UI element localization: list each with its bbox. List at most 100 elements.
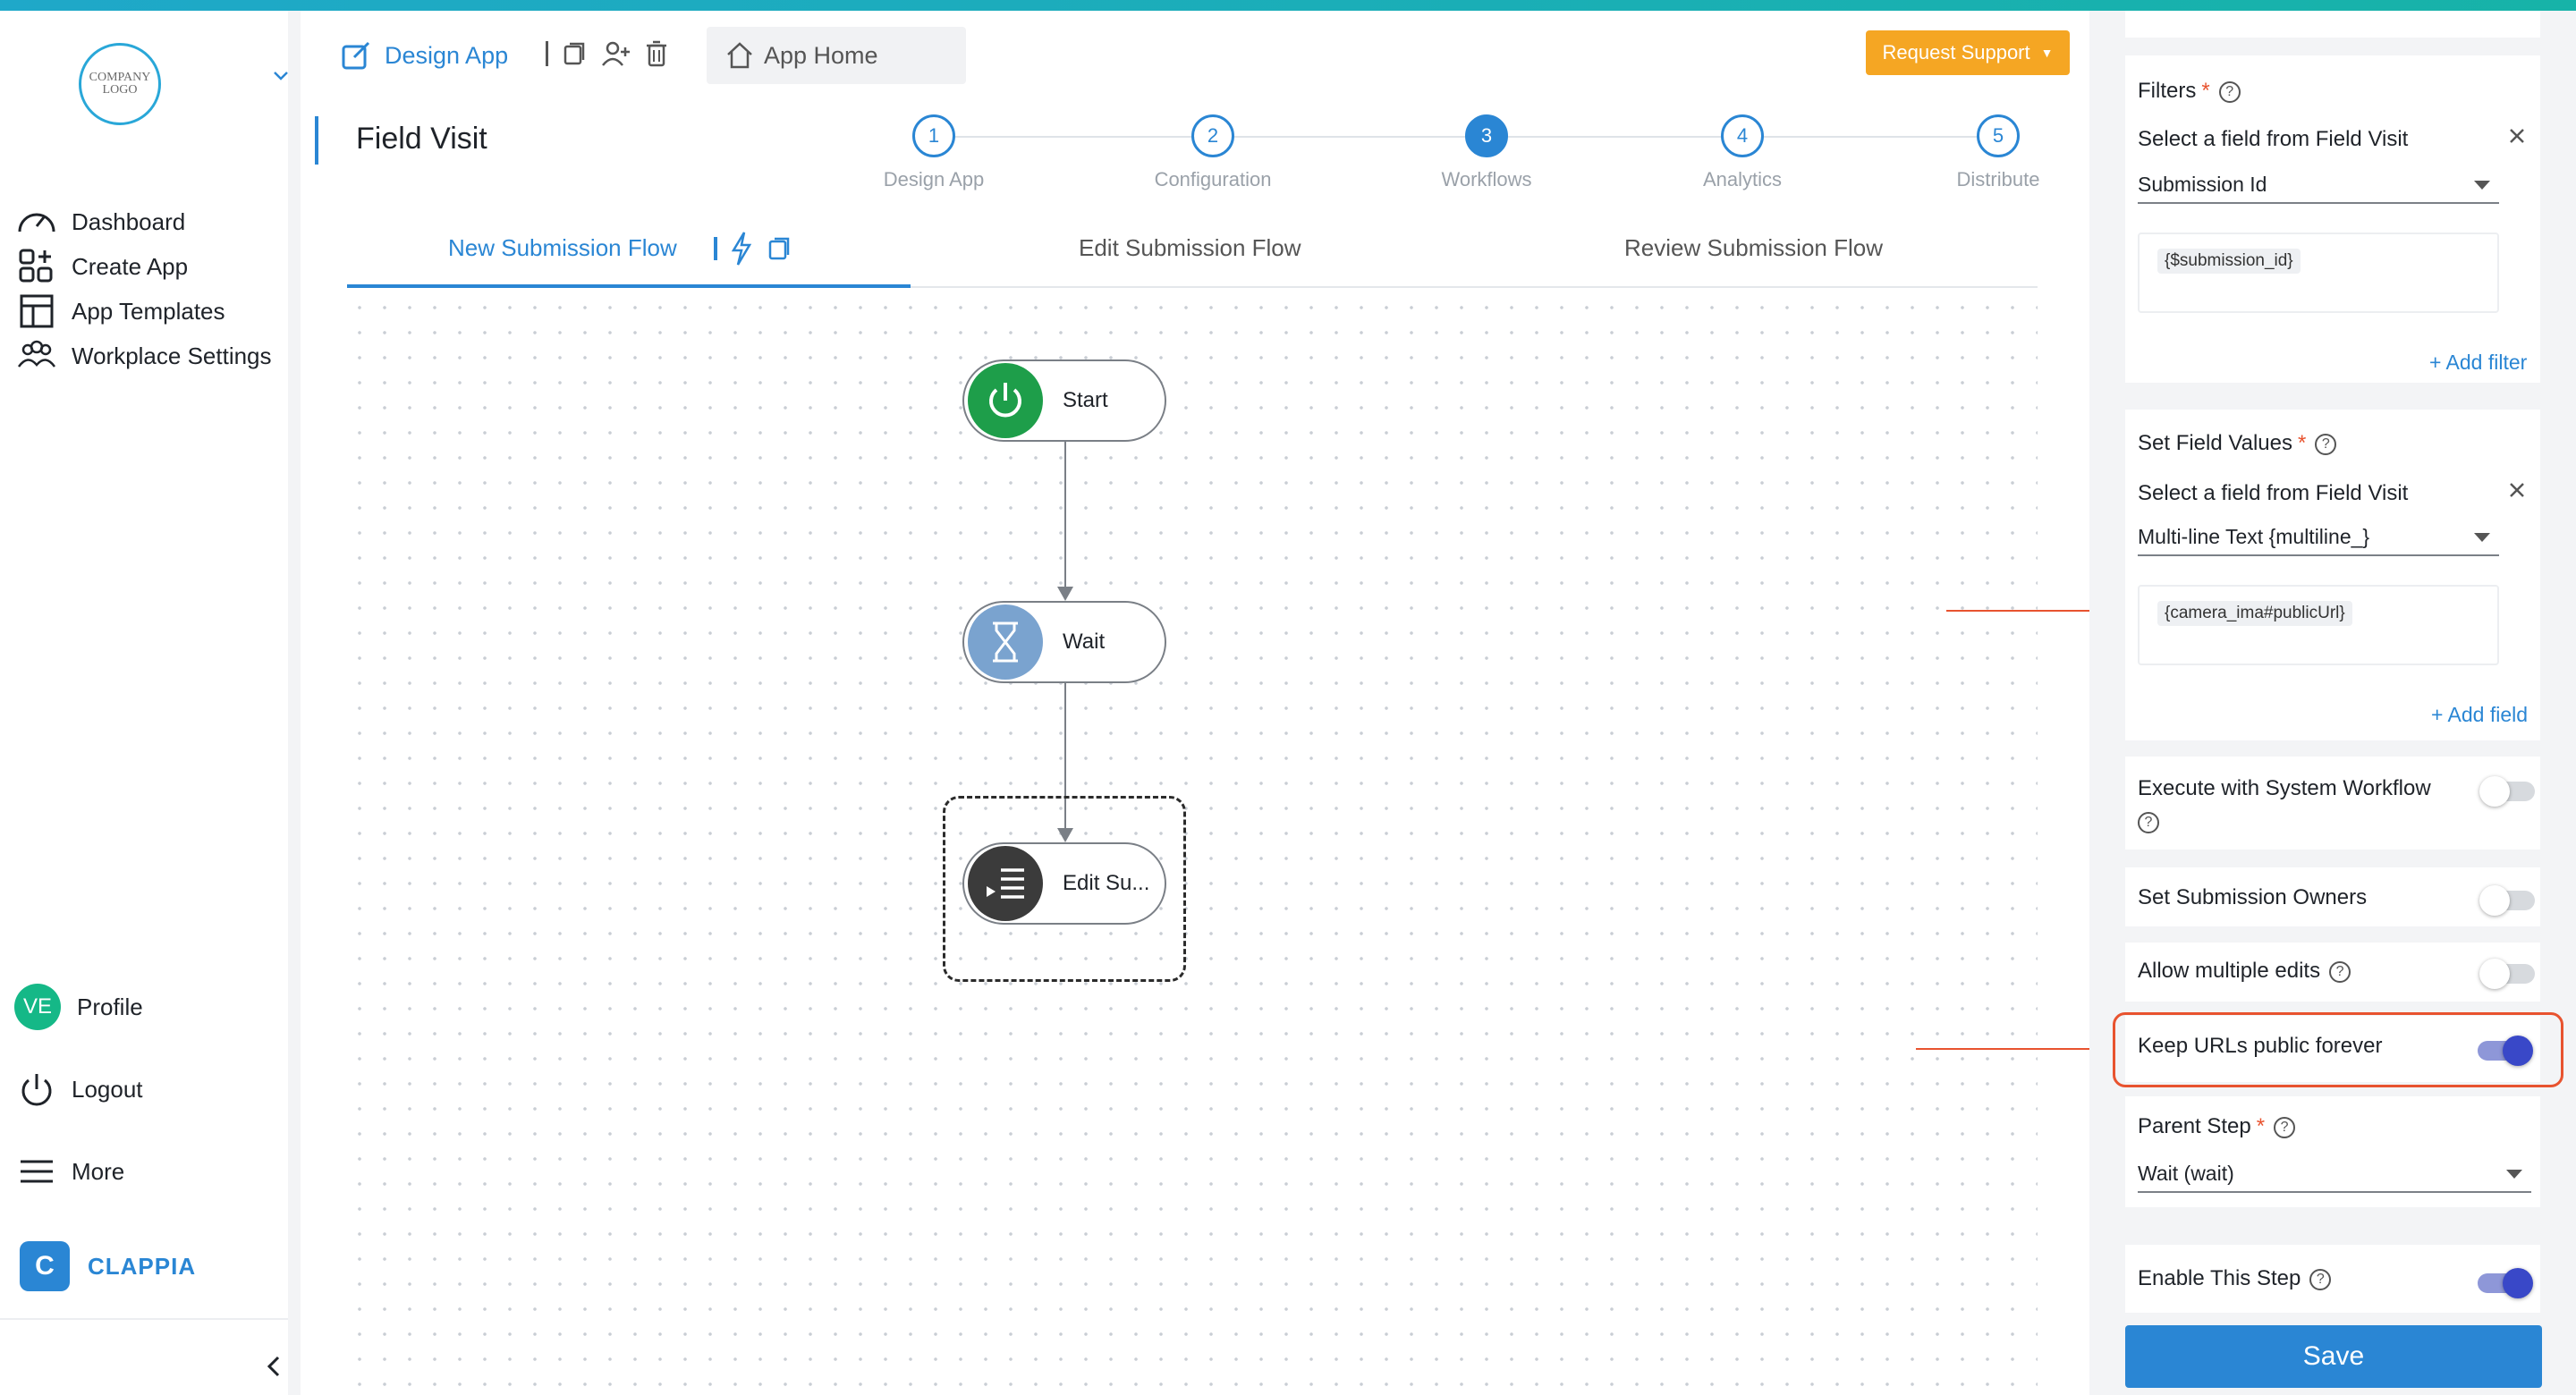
filters-value-input[interactable]: {$submission_id}	[2138, 232, 2499, 313]
add-user-icon[interactable]	[600, 40, 631, 67]
app-home-label: App Home	[764, 41, 878, 69]
divider	[546, 41, 548, 66]
sidebar-item-label: Workplace Settings	[72, 342, 272, 369]
set-field-values-card	[2125, 410, 2540, 740]
title-accent	[315, 116, 318, 165]
avatar: VE	[14, 984, 61, 1030]
sidebar-item-profile[interactable]: VE Profile	[14, 980, 143, 1034]
sidebar-item-label: App Templates	[72, 297, 225, 325]
edit-icon	[342, 41, 370, 70]
set-values-field-select[interactable]: Multi-line Text {multiline_}	[2138, 519, 2499, 556]
toggle-knob	[2503, 1036, 2533, 1066]
home-icon	[727, 42, 752, 69]
toggle-knob	[2479, 776, 2510, 807]
save-button[interactable]: Save	[2125, 1325, 2542, 1388]
tab-edit-submission-flow[interactable]: Edit Submission Flow	[1079, 234, 1301, 261]
app-home-tab[interactable]: App Home	[707, 27, 966, 84]
workflow-node-start[interactable]: Start	[962, 359, 1166, 442]
variable-chip[interactable]: {$submission_id}	[2157, 249, 2301, 274]
request-support-button[interactable]: Request Support ▼	[1866, 30, 2070, 75]
step-configuration[interactable]: 2 Configuration	[1123, 114, 1302, 191]
allow-multiple-edits-label: Allow multiple edits?	[2138, 959, 2351, 984]
left-sidebar: COMPANY LOGO Dashboard Create App App Te…	[0, 11, 301, 1395]
power-icon	[968, 363, 1043, 438]
design-app-button[interactable]: Design App	[340, 39, 508, 72]
step-workflows[interactable]: 3 Workflows	[1397, 114, 1576, 191]
set-values-field-prompt: Select a field from Field Visit	[2138, 481, 2409, 505]
set-values-value-input[interactable]: {camera_ima#publicUrl}	[2138, 585, 2499, 665]
execute-system-workflow-toggle[interactable]	[2479, 776, 2535, 807]
step-analytics[interactable]: 4 Analytics	[1653, 114, 1832, 191]
enable-step-toggle[interactable]	[2478, 1268, 2533, 1298]
parent-step-label: Parent Step*?	[2138, 1114, 2296, 1139]
step-number: 1	[912, 114, 955, 157]
sidebar-item-more[interactable]: More	[14, 1145, 124, 1198]
step-label: Workflows	[1441, 168, 1532, 190]
collapse-sidebar-chevron-left-icon[interactable]	[259, 1352, 288, 1381]
allow-multiple-edits-toggle[interactable]	[2479, 959, 2535, 989]
set-submission-owners-toggle[interactable]	[2479, 885, 2535, 916]
filters-field-select[interactable]: Submission Id	[2138, 166, 2499, 204]
hourglass-icon	[968, 604, 1043, 680]
help-icon[interactable]: ?	[2309, 1268, 2332, 1290]
dashboard-gauge-icon	[14, 199, 59, 244]
page-title: Field Visit	[356, 122, 487, 156]
select-value: Submission Id	[2138, 172, 2267, 196]
connector-arrow	[1057, 587, 1073, 601]
annotation-arrow	[1916, 1042, 2109, 1056]
trash-icon[interactable]	[643, 39, 670, 68]
toggle-knob	[2503, 1268, 2533, 1298]
help-icon[interactable]: ?	[2138, 812, 2159, 833]
filters-field-prompt: Select a field from Field Visit	[2138, 127, 2409, 151]
execute-system-workflow-card	[2125, 757, 2540, 850]
step-label: Configuration	[1154, 168, 1272, 190]
sidebar-divider	[0, 1318, 288, 1320]
set-submission-owners-label: Set Submission Owners	[2138, 885, 2368, 909]
sidebar-item-app-templates[interactable]: App Templates	[14, 284, 225, 338]
select-value: Wait (wait)	[2138, 1161, 2234, 1185]
help-icon[interactable]: ?	[2274, 1116, 2296, 1138]
filters-card	[2125, 55, 2540, 383]
toggle-knob	[2479, 959, 2510, 989]
help-icon[interactable]: ?	[2218, 80, 2241, 103]
lightning-icon[interactable]	[730, 231, 753, 266]
select-value: Multi-line Text {multiline_}	[2138, 524, 2370, 548]
sidebar-item-create-app[interactable]: Create App	[14, 240, 188, 293]
workflow-canvas[interactable]	[347, 295, 2038, 1395]
company-logo[interactable]: COMPANY LOGO	[79, 43, 161, 125]
add-filter-link[interactable]: + Add filter	[2429, 351, 2528, 374]
sidebar-item-workplace-settings[interactable]: Workplace Settings	[14, 329, 272, 383]
variable-chip[interactable]: {camera_ima#publicUrl}	[2157, 601, 2352, 626]
help-icon[interactable]: ?	[2329, 960, 2351, 983]
tab-review-submission-flow[interactable]: Review Submission Flow	[1624, 234, 1883, 261]
annotation-highlight-box	[2113, 1012, 2563, 1087]
node-label: Wait	[1063, 630, 1106, 654]
workflow-node-edit-submission[interactable]: Edit Su...	[962, 842, 1166, 925]
execute-system-workflow-label: Execute with System Workflow	[2138, 776, 2431, 800]
templates-layout-icon	[14, 289, 59, 334]
parent-step-select[interactable]: Wait (wait)	[2138, 1155, 2531, 1193]
copy-icon[interactable]	[561, 40, 588, 67]
team-users-icon	[14, 334, 59, 378]
step-distribute[interactable]: 5 Distribute	[1909, 114, 2088, 191]
brand-logo: C CLAPPIA	[20, 1241, 196, 1291]
help-icon[interactable]: ?	[2315, 433, 2337, 455]
caret-down-icon: ▼	[2040, 46, 2054, 60]
keep-urls-public-toggle[interactable]	[2478, 1036, 2533, 1066]
power-icon	[14, 1067, 59, 1112]
copy-icon[interactable]	[766, 235, 792, 262]
step-label: Design App	[883, 168, 985, 190]
sidebar-item-dashboard[interactable]: Dashboard	[14, 195, 185, 249]
tab-new-submission-flow[interactable]: New Submission Flow	[448, 234, 677, 261]
chevron-down-icon[interactable]	[270, 64, 292, 86]
sidebar-item-logout[interactable]: Logout	[14, 1062, 143, 1116]
add-field-link[interactable]: + Add field	[2431, 703, 2529, 726]
step-design-app[interactable]: 1 Design App	[844, 114, 1023, 191]
close-icon[interactable]	[2506, 125, 2528, 147]
step-label: Analytics	[1702, 168, 1783, 190]
workflow-node-wait[interactable]: Wait	[962, 601, 1166, 683]
hamburger-menu-icon	[14, 1149, 59, 1194]
dropdown-arrow-icon	[2474, 181, 2490, 190]
sidebar-item-label: Create App	[72, 252, 189, 280]
close-icon[interactable]	[2506, 479, 2528, 501]
